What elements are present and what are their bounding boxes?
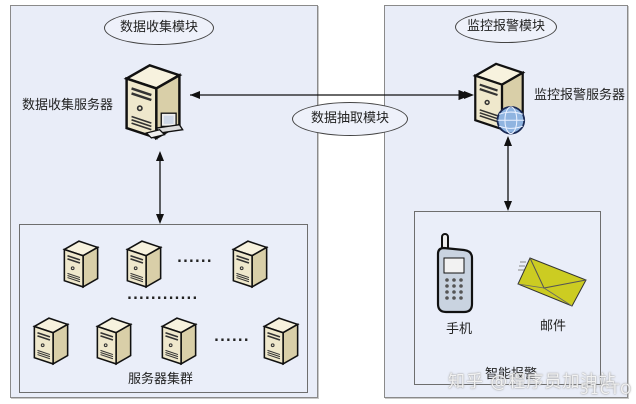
server-icon xyxy=(229,237,271,289)
server-with-workstation-icon xyxy=(120,52,184,148)
envelope-icon xyxy=(517,257,587,307)
monitoring-alert-module-title: 监控报警模块 xyxy=(455,11,557,43)
watermark-text: 知乎 @程序员加油站 xyxy=(448,372,617,392)
globe-icon xyxy=(496,105,526,135)
server-with-globe-icon xyxy=(469,52,526,135)
server-cluster-label: 服务器集群 xyxy=(128,372,194,387)
row1-ellipsis: ...... xyxy=(177,251,213,266)
monitoring-alert-server-label: 监控报警服务器 xyxy=(534,88,626,103)
watermark-brand: 51CTO xyxy=(580,382,633,398)
server-icon xyxy=(123,237,165,289)
arrow-head-down-2 xyxy=(504,201,512,211)
row2-ellipsis: ...... xyxy=(214,330,250,345)
server-icon xyxy=(93,314,135,366)
server-icon xyxy=(60,237,102,289)
data-extraction-module-label: 数据抽取模块 xyxy=(292,102,408,136)
workstation-icon xyxy=(145,112,184,139)
server-icon xyxy=(30,314,72,366)
arrow-head-left xyxy=(190,91,200,99)
data-collection-server-label: 数据收集服务器 xyxy=(22,98,114,113)
data-collection-module-title: 数据收集模块 xyxy=(104,11,214,45)
server-icon xyxy=(158,314,200,366)
mobile-phone-icon xyxy=(436,233,474,314)
arrow-head-right xyxy=(464,91,474,99)
mail-label: 邮件 xyxy=(540,319,567,334)
arrow-head-down xyxy=(156,214,164,224)
phone-label: 手机 xyxy=(446,322,473,337)
arrow-head-up xyxy=(156,151,164,161)
arrow-head-up-2 xyxy=(504,136,512,146)
middle-ellipsis: ............ xyxy=(127,288,199,303)
server-icon xyxy=(260,314,302,366)
smart-alert-label: 智能报警 xyxy=(485,367,538,382)
